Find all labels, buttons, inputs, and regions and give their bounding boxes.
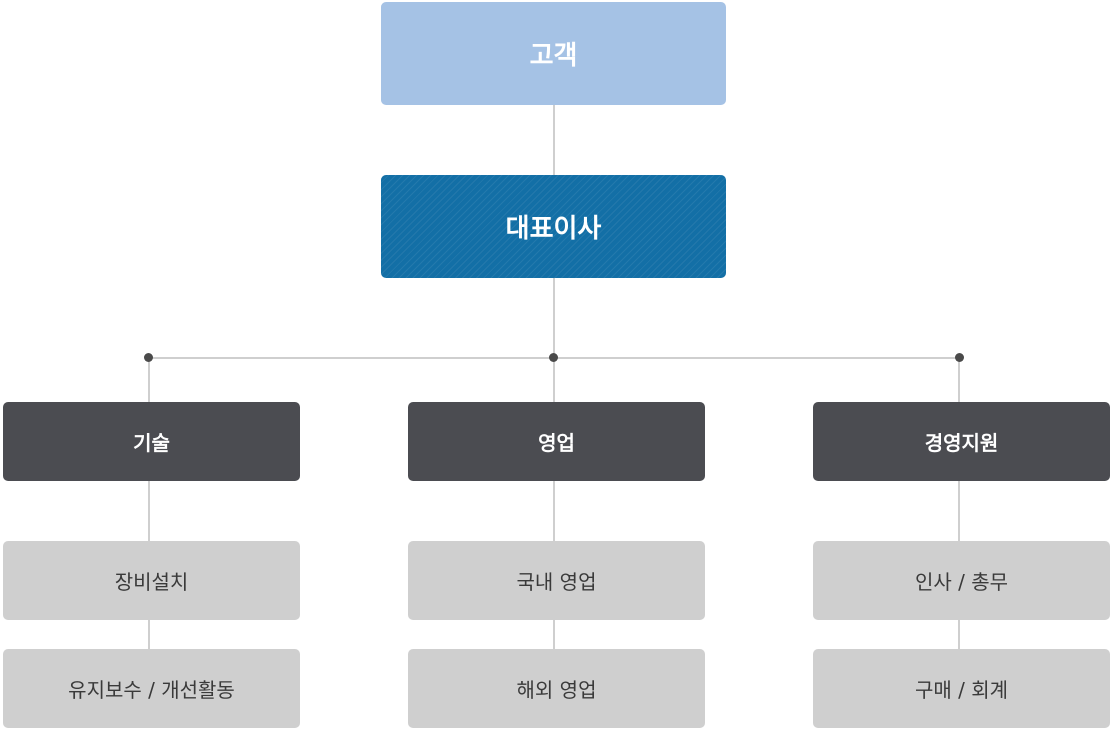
team-label: 해외 영업 <box>516 678 597 702</box>
department-label: 경영지원 <box>924 431 999 455</box>
department-box-tech: 기술 <box>3 402 300 481</box>
ceo-label: 대표이사 <box>505 214 602 244</box>
team-label: 유지보수 / 개선활동 <box>68 678 235 702</box>
customer-label: 고객 <box>529 41 578 71</box>
department-box-admin: 경영지원 <box>813 402 1110 481</box>
team-label: 국내 영업 <box>516 570 597 594</box>
team-box: 장비설치 <box>3 541 300 620</box>
connector-bar-dept-tech <box>148 358 150 402</box>
team-label: 장비설치 <box>114 570 189 594</box>
junction-dot-sales <box>549 353 558 362</box>
department-box-sales: 영업 <box>408 402 705 481</box>
connector-bar-dept-admin <box>958 358 960 402</box>
department-label: 영업 <box>538 431 575 455</box>
customer-box: 고객 <box>381 2 726 105</box>
team-box: 인사 / 총무 <box>813 541 1110 620</box>
team-box: 해외 영업 <box>408 649 705 728</box>
junction-dot-tech <box>144 353 153 362</box>
ceo-box: 대표이사 <box>381 175 726 278</box>
department-label: 기술 <box>133 431 170 455</box>
connector-bar-dept-sales <box>553 358 555 402</box>
team-label: 구매 / 회계 <box>914 678 1009 702</box>
team-box: 유지보수 / 개선활동 <box>3 649 300 728</box>
team-box: 구매 / 회계 <box>813 649 1110 728</box>
connector-customer-ceo <box>553 105 555 175</box>
junction-dot-admin <box>955 353 964 362</box>
team-label: 인사 / 총무 <box>914 570 1009 594</box>
connector-ceo-trunk <box>553 278 555 358</box>
team-box: 국내 영업 <box>408 541 705 620</box>
